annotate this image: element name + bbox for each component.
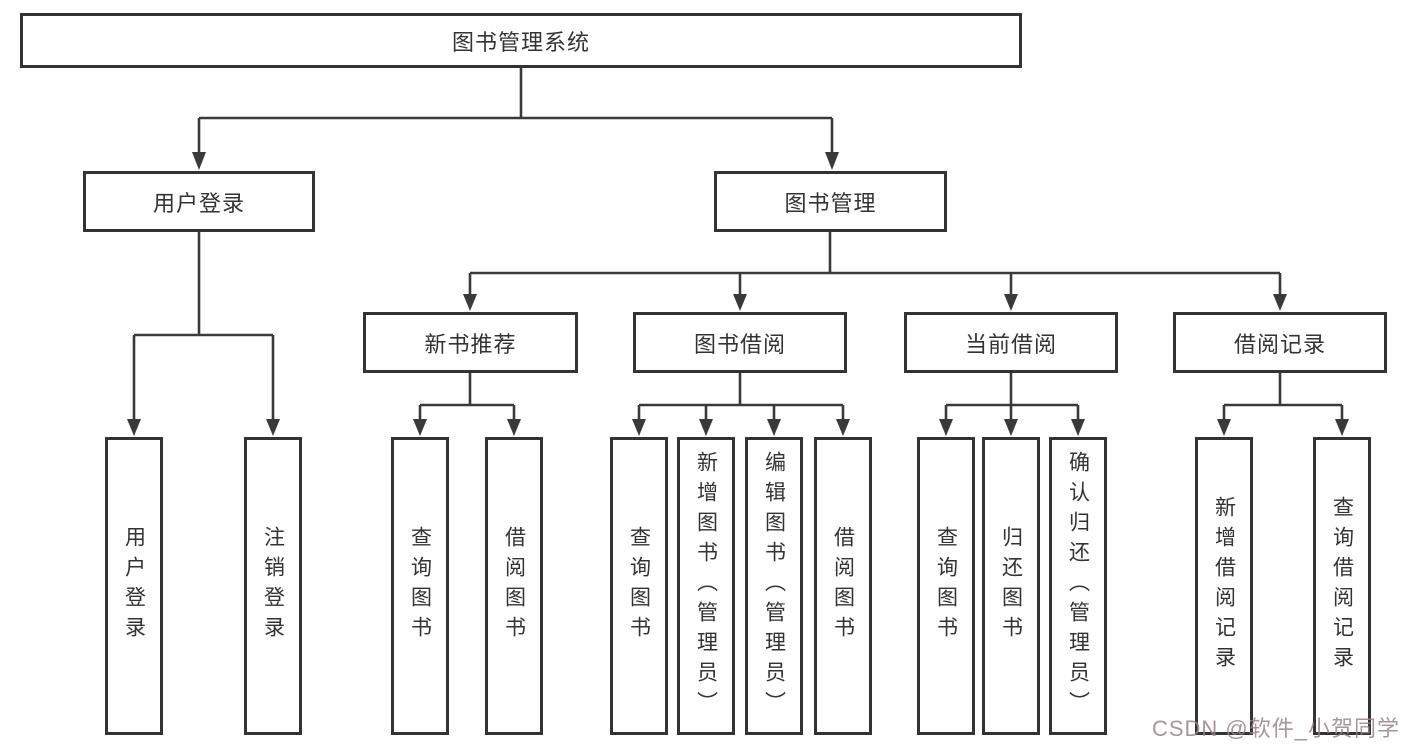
node-label: 确认归还（管理员） [1066,451,1090,721]
node-label: 注销登录 [261,526,285,646]
arrowheads [127,152,1349,436]
connector-login-to-leaves [132,232,275,422]
node-label: 借阅图书 [831,526,855,646]
connector-management-to-level3 [468,232,1282,297]
node-leaf-confirm-return-admin: 确认归还（管理员） [1049,437,1107,735]
node-new-book-recommend: 新书推荐 [363,312,578,373]
node-label: 查询借阅记录 [1330,496,1354,676]
node-label: 用户登录 [152,190,245,216]
node-leaf-query-borrow-record: 查询借阅记录 [1313,437,1371,735]
node-book-borrowing: 图书借阅 [633,312,847,373]
node-root-label: 图书管理系统 [451,29,590,55]
arrowhead [413,419,427,436]
node-leaf-query-books-3: 查询图书 [917,437,975,735]
node-user-login-branch: 用户登录 [83,171,315,232]
node-label: 借阅图书 [502,526,526,646]
csdn-watermark: CSDN @软件_小贺同学 [1151,716,1400,741]
connector-root-to-level2 [197,68,834,155]
arrowhead [1004,419,1018,436]
node-label: 归还图书 [999,526,1023,646]
node-leaf-return-books: 归还图书 [982,437,1040,735]
node-leaf-add-books-admin: 新增图书（管理员） [677,437,735,735]
node-leaf-borrow-books-2: 借阅图书 [814,437,872,735]
connector-newbooks-to-leaves [418,373,516,422]
node-label: 查询图书 [934,526,958,646]
node-leaf-query-books-1: 查询图书 [391,437,449,735]
arrowhead [1004,294,1018,311]
node-current-borrowing: 当前借阅 [904,312,1118,373]
arrowhead [632,419,646,436]
arrowhead [507,419,521,436]
node-label: 当前借阅 [964,331,1057,357]
node-leaf-borrow-books-1: 借阅图书 [485,437,543,735]
node-label: 新书推荐 [424,331,517,357]
node-label: 图书借阅 [693,331,786,357]
arrowhead [1071,419,1085,436]
arrowhead [733,294,747,311]
node-label: 新增图书（管理员） [694,451,718,721]
node-label: 图书管理 [784,190,877,216]
node-book-management-branch: 图书管理 [714,171,947,232]
arrowhead [836,419,850,436]
node-leaf-add-borrow-record: 新增借阅记录 [1195,437,1253,735]
node-leaf-user-login: 用户登录 [105,437,163,735]
node-label: 用户登录 [122,526,146,646]
connector-borrowing-to-leaves [637,373,845,422]
arrowhead [825,152,839,170]
arrowhead [1273,294,1287,311]
node-borrowing-records: 借阅记录 [1173,312,1387,373]
connector-current-to-leaves [944,373,1080,422]
arrowhead [767,419,781,436]
node-label: 查询图书 [408,526,432,646]
node-leaf-logout: 注销登录 [244,437,302,735]
arrowhead [699,419,713,436]
node-label: 查询图书 [627,526,651,646]
arrowhead [192,152,206,170]
arrowhead [1217,419,1231,436]
arrowhead [266,419,280,436]
node-label: 新增借阅记录 [1212,496,1236,676]
node-leaf-edit-books-admin: 编辑图书（管理员） [745,437,803,735]
arrowhead [939,419,953,436]
node-label: 编辑图书（管理员） [762,451,786,721]
arrowhead [463,294,477,311]
node-label: 借阅记录 [1233,331,1326,357]
arrowhead [127,419,141,436]
connector-records-to-leaves [1222,373,1344,422]
arrowhead [1335,419,1349,436]
node-leaf-query-books-2: 查询图书 [610,437,668,735]
node-root: 图书管理系统 [20,13,1022,68]
